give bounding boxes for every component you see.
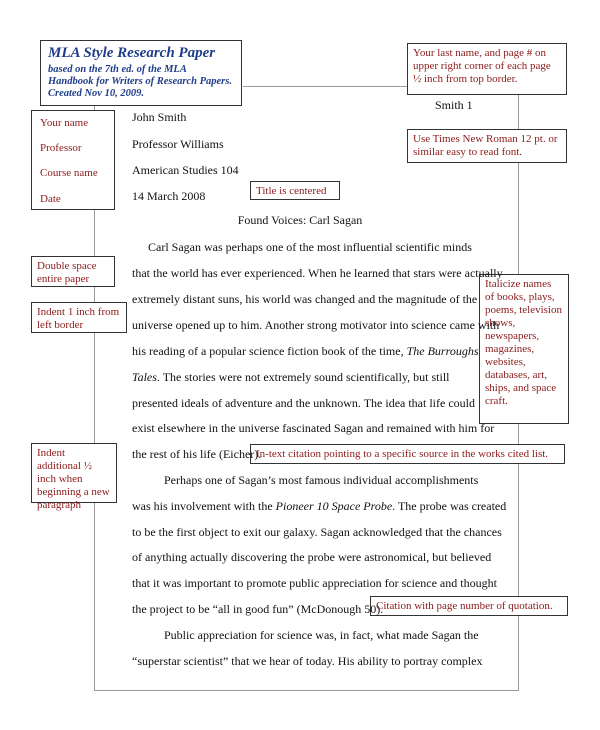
- mla-title: MLA Style Research Paper: [48, 45, 216, 61]
- body-line: that the world has ever experienced. Whe…: [132, 266, 503, 280]
- note-italicize: Italicize names of books, plays, poems, …: [479, 274, 569, 424]
- body-text: . The stories were not extremely sound s…: [156, 370, 450, 384]
- body-text: . The probe was created: [392, 499, 507, 513]
- body-line: of anything actually discovering the pro…: [132, 550, 492, 564]
- body-line: was his involvement with the Pioneer 10 …: [132, 499, 506, 514]
- note-indent-one: Indent 1 inch from left border: [31, 302, 127, 333]
- note-indent-additional: Indent additional ½ inch when beginning …: [31, 443, 117, 511]
- body-line: presented ideals of adventure and the un…: [132, 396, 475, 410]
- body-line: “superstar scientist” that we hear of to…: [132, 654, 483, 668]
- page-top-border: [243, 86, 408, 87]
- header-date: 14 March 2008: [132, 189, 206, 203]
- note-font: Use Times New Roman 12 pt. or similar ea…: [407, 129, 567, 163]
- book-title: The Burroughs: [406, 344, 479, 358]
- running-head: Smith 1: [435, 98, 473, 112]
- body-line: the project to be “all in good fun” (McD…: [132, 602, 384, 616]
- body-line: extremely distant suns, his world was ch…: [132, 292, 478, 306]
- note-last-name: Your last name, and page # on upper righ…: [407, 43, 567, 95]
- body-line: his reading of a popular science fiction…: [132, 344, 479, 359]
- note-double-space: Double space entire paper: [31, 256, 115, 287]
- note-page-citation: Citation with page number of quotation.: [370, 596, 568, 616]
- probe-title: Pioneer 10 Space Probe: [275, 499, 393, 513]
- header-professor: Professor Williams: [132, 137, 224, 151]
- body-text: his reading of a popular science fiction…: [132, 344, 407, 358]
- body-line: the rest of his life (Eicher).: [132, 447, 262, 461]
- header-labels-box: Your name Professor Course name Date: [31, 110, 115, 210]
- header-course: American Studies 104: [132, 163, 239, 177]
- label-date: Date: [40, 193, 61, 205]
- body-line: Tales. The stories were not extremely so…: [132, 370, 450, 385]
- label-professor: Professor: [40, 142, 82, 154]
- mla-subtitle: based on the 7th ed. of the MLA Handbook…: [48, 64, 232, 99]
- body-text: was his involvement with the: [132, 499, 276, 513]
- body-line: that it was important to promote public …: [132, 576, 497, 590]
- body-line: Perhaps one of Sagan’s most famous indiv…: [164, 473, 479, 487]
- paper-title: Found Voices: Carl Sagan: [237, 213, 363, 227]
- body-line: exist elsewhere in the universe fascinat…: [132, 421, 495, 435]
- body-line: to be the first object to exit our galax…: [132, 525, 502, 539]
- note-in-text-citation: In-text citation pointing to a specific …: [250, 444, 565, 464]
- label-your-name: Your name: [40, 117, 89, 129]
- book-title: Tales: [132, 370, 157, 384]
- body-line: Public appreciation for science was, in …: [164, 628, 479, 642]
- body-line: Carl Sagan was perhaps one of the most i…: [148, 240, 472, 254]
- mla-title-box: MLA Style Research Paper based on the 7t…: [40, 40, 242, 106]
- body-line: universe opened up to him. Another stron…: [132, 318, 500, 332]
- header-student-name: John Smith: [132, 110, 187, 124]
- label-course-name: Course name: [40, 167, 98, 179]
- note-title-centered: Title is centered: [250, 181, 340, 200]
